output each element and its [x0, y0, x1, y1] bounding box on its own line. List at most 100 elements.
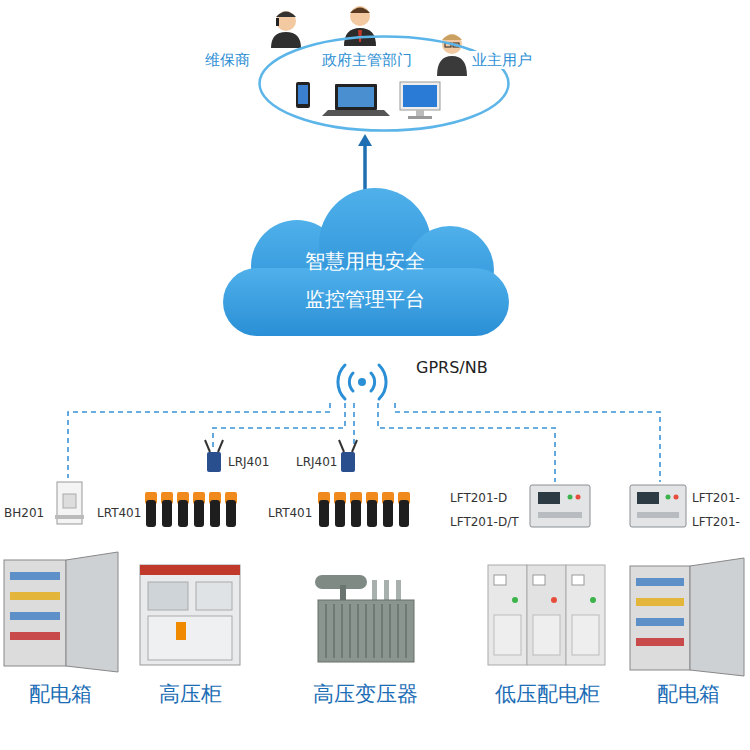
low-voltage-cabinet — [488, 565, 605, 665]
temperature-sensor-part — [178, 500, 188, 527]
monitor-icon-part — [408, 116, 432, 119]
person-official — [344, 6, 376, 46]
wireless-icon-part — [371, 373, 375, 391]
temperature-sensor-part — [194, 500, 204, 527]
equipment-caption: 低压配电柜 — [495, 682, 600, 707]
temperature-sensor-part — [399, 500, 409, 527]
low-voltage-cabinet-part — [566, 565, 605, 665]
monitor-module-part — [637, 512, 679, 518]
monitor-icon-part — [400, 82, 440, 110]
person-maintainer-part — [276, 12, 296, 18]
temperature-sensor-part — [367, 500, 377, 527]
person-owner — [437, 34, 467, 76]
monitor-module-part — [630, 485, 686, 527]
connector-arrow — [363, 144, 367, 190]
distribution-box-part — [10, 632, 60, 640]
wireless-icon-part — [338, 365, 345, 399]
low-voltage-cabinet-part — [572, 575, 584, 585]
gateway-icon — [205, 440, 357, 472]
dashed-wire-part — [213, 403, 345, 448]
monitor-icon — [400, 82, 440, 119]
high-voltage-cabinet-part — [148, 616, 232, 660]
device-label: LRJ401 — [228, 455, 269, 469]
transformer — [315, 575, 414, 662]
monitor-icon-part — [403, 85, 437, 107]
person-official-part — [350, 6, 370, 26]
gateway-icon-part — [339, 440, 344, 452]
node-text: 智慧用电安全 监控管理平台 — [297, 242, 433, 318]
monitor-module-part — [568, 495, 573, 500]
distribution-box — [630, 558, 744, 676]
device-label: LFT201- — [692, 515, 740, 529]
temperature-sensor-part — [226, 500, 236, 527]
temperature-sensor-part — [162, 500, 172, 527]
node-text: 维保商 — [203, 51, 252, 69]
distribution-box-part — [636, 578, 684, 586]
high-voltage-cabinet-part — [176, 622, 186, 640]
dashed-wire — [68, 403, 660, 482]
temperature-sensor-part — [210, 500, 220, 527]
breaker-icon-part — [63, 494, 76, 508]
low-voltage-cabinet-part — [533, 615, 560, 655]
wireless-icon — [338, 365, 386, 399]
dashed-wire-part — [68, 403, 330, 478]
device-label: LRT401 — [268, 506, 312, 520]
transformer-part — [372, 580, 377, 600]
transformer-part — [340, 585, 346, 601]
temperature-sensor-part — [319, 500, 329, 527]
equipment-caption: 高压柜 — [159, 682, 222, 707]
distribution-box — [4, 552, 118, 672]
low-voltage-cabinet-part — [572, 615, 599, 655]
monitor-module-part — [538, 492, 560, 504]
dashed-wire-part — [353, 403, 355, 448]
dashed-wire-part — [378, 403, 555, 482]
low-voltage-cabinet-part — [494, 615, 521, 655]
person-official-part — [350, 8, 370, 14]
low-voltage-cabinet-part — [527, 565, 566, 665]
temperature-sensor-part — [335, 500, 345, 527]
device-label: LRJ401 — [296, 455, 337, 469]
platform-cloud: 智慧用电安全 监控管理平台 — [205, 188, 525, 338]
distribution-box-part — [66, 552, 118, 672]
laptop-icon-part — [338, 87, 374, 107]
transformer-part — [326, 604, 406, 658]
distribution-box-part — [636, 638, 684, 646]
gateway-icon-part — [207, 452, 221, 472]
distribution-box-part — [636, 618, 684, 626]
high-voltage-cabinet — [140, 565, 240, 665]
temperature-sensor — [145, 492, 410, 527]
low-voltage-cabinet-part — [533, 575, 545, 585]
monitor-module-part — [674, 495, 679, 500]
monitor-module-part — [538, 512, 582, 518]
dashed-wire-part — [395, 403, 660, 482]
distribution-box-part — [690, 558, 744, 676]
node-text: 业主用户 — [470, 51, 534, 69]
transformer-part — [384, 580, 389, 600]
monitor-module-part — [637, 492, 659, 504]
person-maintainer-part — [276, 18, 279, 26]
monitor-module-part — [666, 495, 671, 500]
temperature-sensor-part — [351, 500, 361, 527]
equipment-caption: 配电箱 — [657, 682, 720, 707]
phone-icon-part — [296, 82, 310, 108]
equipment-caption: 配电箱 — [29, 682, 92, 707]
distribution-box-part — [4, 560, 66, 666]
user-group-ellipse: 维保商政府主管部门业主用户 — [258, 35, 510, 132]
device-label: BH201 — [4, 506, 44, 520]
low-voltage-cabinet-part — [494, 575, 506, 585]
breaker-icon-part — [55, 515, 84, 519]
gateway-icon-part — [218, 440, 223, 452]
breaker-icon — [55, 482, 84, 524]
equipment-caption: 高压变压器 — [313, 682, 418, 707]
distribution-box-part — [636, 598, 684, 606]
low-voltage-cabinet-part — [551, 597, 557, 603]
device-label: LFT201-D/T — [450, 515, 519, 529]
monitor-icon-part — [416, 110, 424, 116]
laptop-icon-part — [322, 110, 390, 116]
temperature-sensor-part — [383, 500, 393, 527]
person-maintainer — [271, 11, 301, 48]
wireless-icon-part — [358, 378, 366, 386]
low-voltage-cabinet-part — [512, 597, 518, 603]
